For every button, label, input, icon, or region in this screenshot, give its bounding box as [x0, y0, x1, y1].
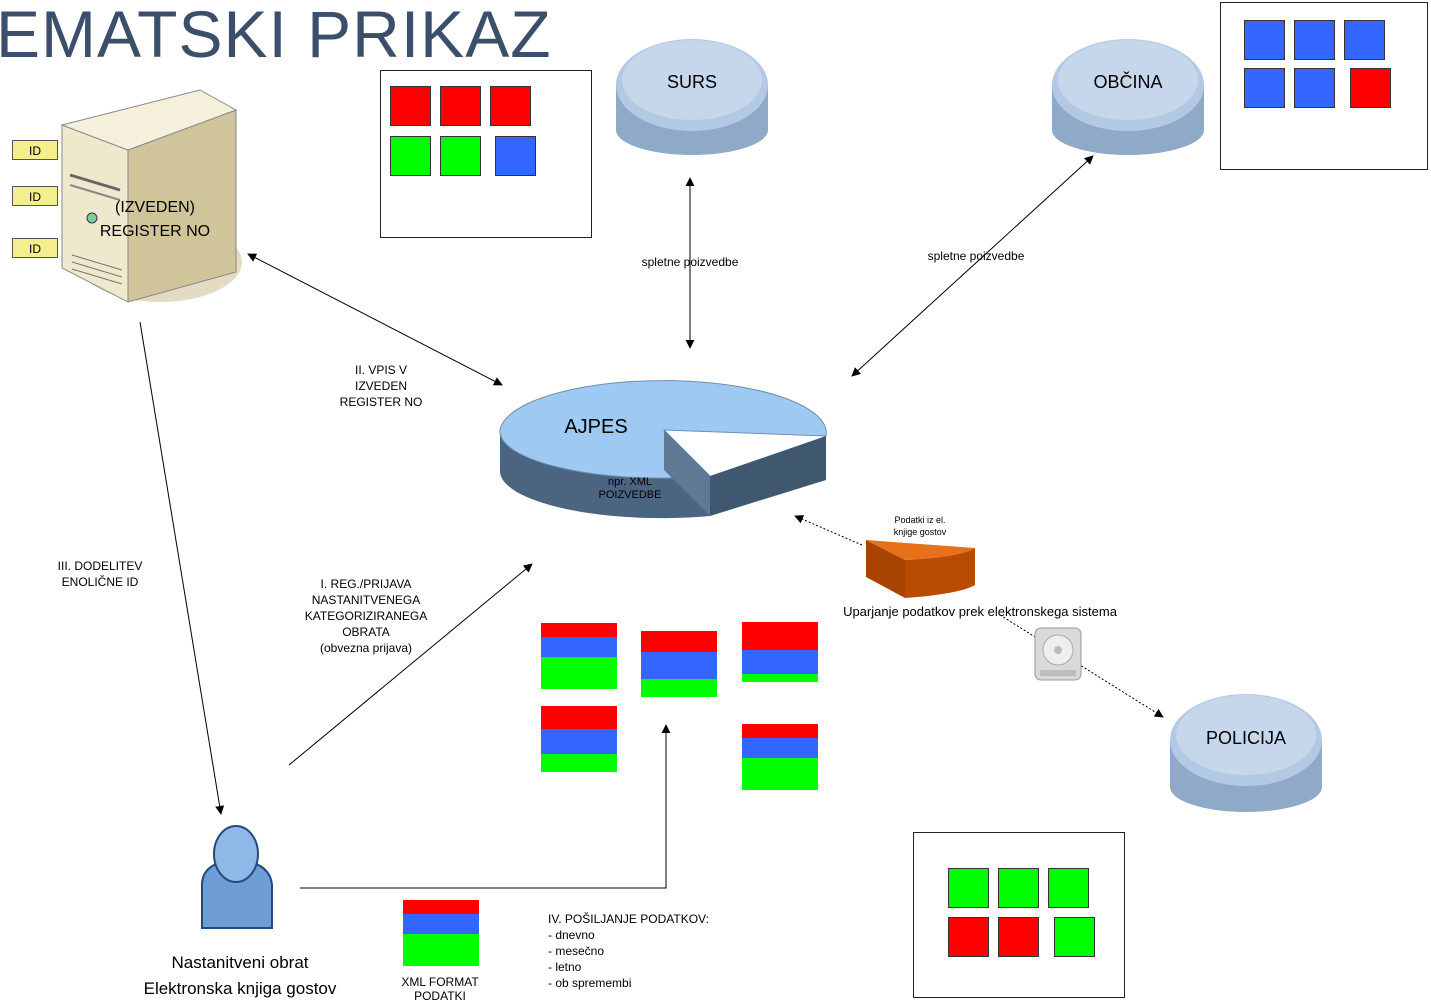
surs-query-label: spletne poizvedbe	[641, 255, 739, 269]
surs-cylinder	[616, 39, 768, 155]
id-tag: ID	[12, 238, 58, 258]
id-tag: ID	[12, 140, 58, 160]
panel-square	[440, 86, 481, 126]
panel-square	[1048, 868, 1089, 908]
panel-bottom-right	[913, 832, 1125, 998]
panel-square	[998, 917, 1039, 957]
panel-square	[1350, 68, 1391, 108]
user-icon	[201, 825, 273, 929]
ajpes-label: AJPES	[564, 416, 628, 438]
step2-label: II. VPIS V IZVEDEN REGISTER NO	[339, 363, 423, 409]
server-label: (IZVEDEN) REGISTER NO	[99, 199, 211, 240]
arrow-server-ajpes	[247, 253, 503, 386]
surs-label: SURS	[666, 72, 717, 92]
panel-square	[948, 917, 989, 957]
panel-square	[1054, 917, 1095, 957]
guestbook-wedge	[866, 540, 975, 598]
page-title: EMATSKI PRIKAZ	[0, 0, 552, 71]
arrow-user-data	[300, 724, 671, 889]
panel-square	[495, 136, 536, 176]
server-icon	[60, 89, 242, 303]
ajpes-pie	[499, 380, 827, 519]
arrow-server-user	[139, 321, 225, 815]
data-stack	[541, 706, 617, 772]
obcina-label: OBČINA	[1093, 72, 1163, 92]
panel-square	[1294, 20, 1335, 60]
panel-square	[1244, 20, 1285, 60]
data-stack	[742, 622, 818, 682]
panel-square	[998, 868, 1039, 908]
guestbook-wedge-label: Podatki iz el. knjige gostov	[893, 515, 947, 537]
ajpes-sublabel: npr. XML POIZVEDBE	[598, 476, 662, 501]
arrow-wedge-ajpes	[794, 515, 863, 546]
xml-format-label: XML FORMAT PODATKI	[401, 975, 479, 1003]
step3-label: III. DODELITEV ENOLIČNE ID	[57, 559, 143, 589]
panel-square	[1294, 68, 1335, 108]
panel-square	[948, 868, 989, 908]
panel-square	[1344, 20, 1385, 60]
id-tag: ID	[12, 186, 58, 206]
panel-square	[1244, 68, 1285, 108]
hard-disk-icon	[1034, 627, 1082, 681]
obcina-query-label: spletne poizvedbe	[927, 249, 1025, 263]
data-stack	[742, 724, 818, 790]
panel-square	[390, 136, 431, 176]
panel-square	[490, 86, 531, 126]
obcina-cylinder	[1052, 39, 1204, 155]
step1-label: I. REG./PRIJAVA NASTANITVENEGA KATEGORIZ…	[304, 577, 428, 655]
data-stack	[541, 623, 617, 689]
panel-square	[440, 136, 481, 176]
data-stack	[641, 631, 717, 697]
xml-format-stack	[403, 900, 479, 966]
matching-label: Uparjanje podatkov prek elektronskega si…	[843, 604, 1117, 619]
policija-label: POLICIJA	[1205, 728, 1287, 748]
policija-cylinder	[1170, 694, 1322, 812]
arrow-obcina-ajpes	[851, 155, 1094, 377]
panel-square	[390, 86, 431, 126]
arrow-user-ajpes	[288, 563, 533, 766]
user-label: Nastanitveni obrat Elektronska knjiga go…	[143, 953, 337, 998]
step4-label: IV. POŠILJANJE PODATKOV: - dnevno - mese…	[548, 912, 709, 990]
